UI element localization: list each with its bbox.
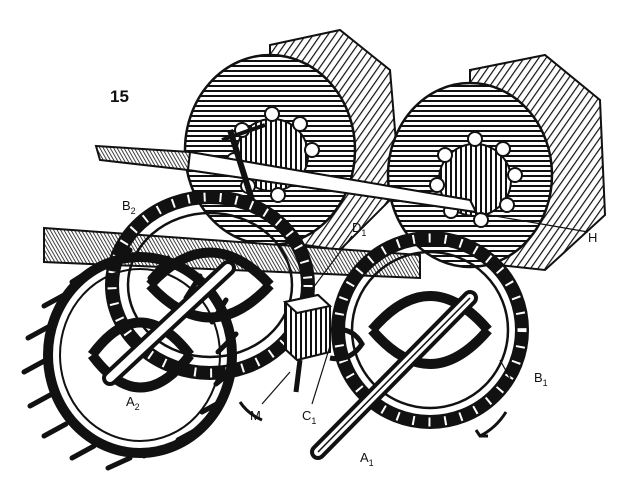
label-c1: C1 bbox=[302, 408, 316, 426]
label-a1: A1 bbox=[360, 450, 374, 468]
label-b2: B2 bbox=[122, 198, 136, 216]
figure-labels: 15 B2 D1 H A2 M C1 A1 B1 bbox=[110, 87, 597, 468]
label-m: M bbox=[250, 408, 261, 423]
label-d1: D1 bbox=[352, 220, 366, 238]
figure-number: 15 bbox=[110, 87, 129, 106]
wheel-a2-icon bbox=[21, 247, 239, 471]
leader-lines bbox=[261, 209, 589, 405]
label-b1: B1 bbox=[534, 370, 548, 388]
bracket-icon bbox=[282, 293, 365, 393]
label-h: H bbox=[588, 230, 597, 245]
shaft-icon bbox=[310, 290, 478, 460]
lever-bar-icon bbox=[94, 123, 478, 214]
label-a2: A2 bbox=[126, 394, 140, 412]
arrow-icon bbox=[238, 401, 508, 438]
